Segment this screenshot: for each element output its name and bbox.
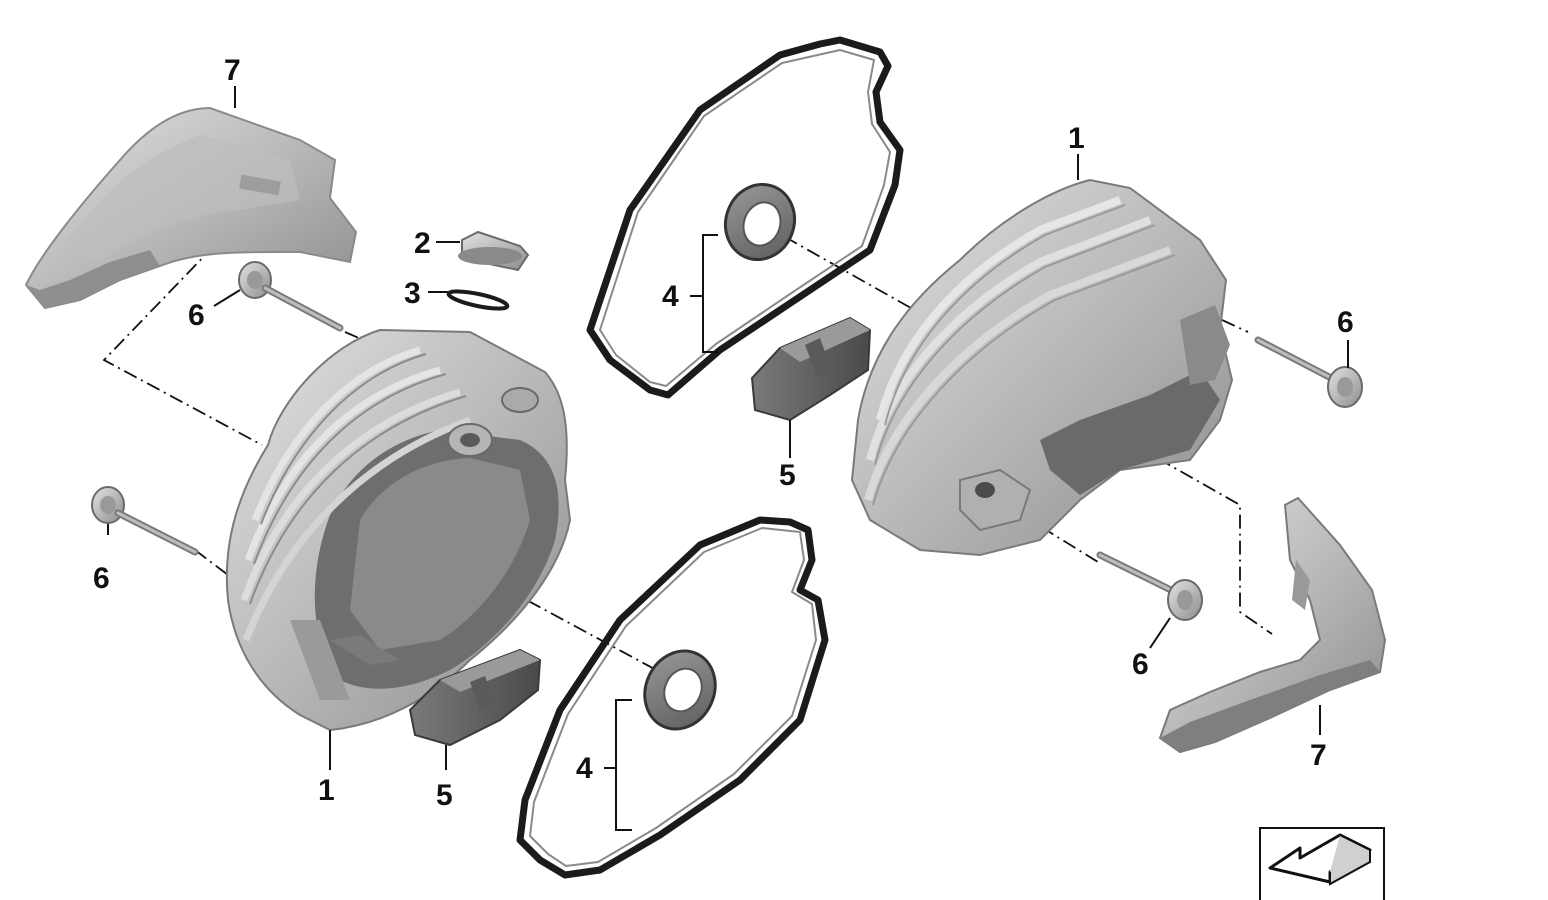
bolt-upper-right [1254,336,1363,408]
callout-block-bottom: 5 [436,779,453,812]
callout-gasket-bottom: 4 [576,752,593,785]
callout-bolt-lower-left: 6 [93,562,110,595]
callout-plug: 2 [414,227,431,260]
cover-right [850,178,1234,557]
callout-guard-left: 7 [224,54,241,87]
gasket-top [586,36,904,399]
callout-cover-left: 1 [318,774,335,807]
block-bottom [408,648,542,747]
bolt-upper-left [238,261,344,332]
callout-bolt-upper-left: 6 [188,299,205,332]
block-top [750,316,872,422]
callout-block-top: 5 [779,459,796,492]
gasket-bottom [516,516,829,879]
callout-bolt-lower-right: 6 [1132,648,1149,681]
leader-lines [107,86,1349,831]
guard-right [1158,496,1387,754]
cover-left [225,328,572,732]
seal-ring [446,289,510,311]
plug-cap [458,230,530,272]
direction-arrow-icon [1259,827,1385,900]
callout-cover-right: 1 [1068,122,1085,155]
callouts: 7 1 2 3 6 4 6 5 6 6 4 1 5 7 [93,54,1354,812]
callout-bolt-upper-right: 6 [1337,306,1354,339]
callout-ring: 3 [404,277,421,310]
guard-left [24,106,358,310]
bolt-lower-left [91,486,199,556]
callout-gasket-top: 4 [662,280,679,313]
callout-guard-right: 7 [1310,739,1327,772]
bolt-lower-right [1096,551,1203,621]
